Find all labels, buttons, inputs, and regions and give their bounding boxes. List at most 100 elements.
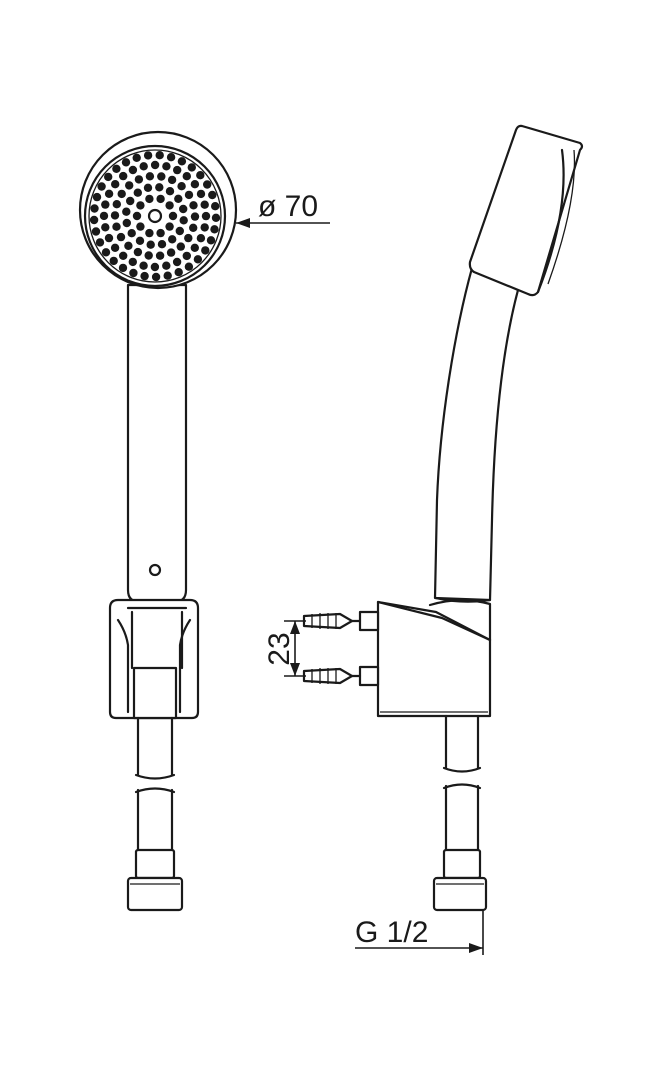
spray-nozzle — [95, 238, 105, 247]
spray-nozzle — [119, 251, 128, 260]
spray-nozzle — [157, 240, 167, 249]
front-hose-break-bottom — [134, 787, 176, 794]
front-hose-nut — [126, 876, 184, 912]
spray-nozzle — [200, 200, 209, 209]
spray-nozzle — [172, 257, 182, 267]
spray-nozzle — [175, 226, 184, 236]
side-hose-upper — [444, 714, 480, 770]
spray-nozzle — [168, 211, 178, 221]
front-hose-lower — [136, 788, 174, 852]
spray-nozzle — [116, 232, 126, 242]
spray-nozzle — [211, 202, 220, 211]
spray-nozzle — [200, 223, 209, 232]
spray-nozzle — [179, 216, 188, 225]
spray-nozzle — [118, 263, 128, 273]
spray-nozzle — [156, 228, 165, 238]
spray-nozzle — [139, 162, 148, 171]
spray-nozzle — [157, 172, 166, 181]
spray-nozzle — [155, 151, 164, 160]
side-head-face — [536, 148, 565, 294]
spray-nozzle — [211, 213, 221, 222]
thread-dimension — [355, 910, 484, 955]
spray-nozzle — [182, 251, 191, 261]
spray-nozzle — [155, 183, 164, 192]
spray-nozzle — [143, 183, 153, 192]
spray-nozzle — [92, 192, 102, 202]
side-hose-break-top — [442, 766, 482, 773]
spray-nozzle — [91, 227, 101, 236]
spray-nozzle — [151, 272, 161, 282]
spray-nozzle — [135, 236, 145, 245]
spray-nozzle — [187, 163, 196, 172]
spray-nozzle — [163, 271, 172, 280]
spray-nozzle — [111, 180, 120, 189]
spray-nozzle — [145, 194, 154, 204]
diameter-label: ø 70 — [258, 190, 318, 223]
spray-nozzle — [117, 189, 126, 199]
spray-nozzle — [210, 225, 219, 234]
spray-nozzle — [110, 211, 120, 220]
spray-nozzle — [189, 201, 198, 210]
spray-nozzle — [104, 233, 114, 243]
spray-nozzle — [110, 243, 120, 252]
spray-nozzle — [155, 251, 165, 260]
wall-plug-lower — [302, 665, 380, 687]
spray-nozzles — [89, 151, 221, 282]
spray-nozzle — [189, 223, 198, 232]
spray-nozzle — [140, 271, 149, 281]
side-handle — [433, 266, 520, 602]
spray-nozzle — [101, 223, 110, 232]
spray-nozzle — [165, 222, 174, 231]
spray-nozzle — [143, 151, 153, 160]
spray-nozzle — [182, 172, 191, 181]
side-holder-top — [376, 600, 492, 642]
front-hose-sleeve — [134, 848, 176, 880]
spray-nozzle — [166, 248, 176, 257]
spray-nozzle — [203, 180, 212, 189]
spray-nozzle — [132, 153, 141, 162]
side-head-face-inner — [547, 149, 576, 285]
spray-nozzle — [101, 248, 111, 257]
spray-nozzle — [109, 256, 118, 266]
spray-nozzle — [112, 200, 122, 209]
spray-nozzle — [174, 268, 183, 277]
side-handle-collar — [434, 596, 492, 603]
spray-nozzle — [201, 246, 210, 255]
spray-nozzle — [145, 228, 154, 238]
spray-nozzle — [177, 157, 187, 166]
spray-nozzle — [190, 212, 200, 221]
spray-nozzle — [104, 189, 114, 198]
spray-nozzle — [162, 162, 171, 171]
side-hose-nut — [432, 876, 488, 912]
spray-nozzle — [162, 261, 171, 270]
thread-label: G 1/2 — [355, 916, 428, 949]
spacing-label: 23 — [263, 632, 296, 665]
front-head-center — [147, 208, 163, 224]
spray-nozzle — [89, 215, 99, 225]
spray-nozzle — [104, 172, 113, 182]
spray-nozzle — [144, 251, 153, 260]
spray-nozzle — [174, 194, 183, 203]
spray-nozzle — [127, 229, 136, 238]
spray-nozzle — [150, 262, 160, 272]
spray-nozzle — [136, 201, 145, 210]
spray-nozzle — [201, 211, 211, 221]
spray-nozzle — [97, 182, 106, 191]
spray-nozzle — [101, 200, 110, 209]
spray-nozzle — [145, 172, 155, 181]
side-hose-break-bottom — [442, 783, 482, 790]
spray-nozzle — [146, 240, 155, 249]
spray-nozzle — [90, 204, 99, 213]
spray-nozzle — [99, 211, 109, 221]
spray-nozzle — [190, 243, 199, 252]
front-holder-collar — [126, 606, 188, 670]
spray-nozzle — [177, 182, 186, 191]
front-head-rim — [83, 144, 227, 288]
spray-nozzle — [206, 236, 216, 245]
front-hose-upper — [136, 716, 174, 777]
front-view — [78, 130, 238, 912]
spray-nozzle — [156, 194, 165, 204]
spray-nozzle — [128, 257, 137, 267]
spray-nozzle — [133, 247, 143, 257]
spray-nozzle — [196, 171, 205, 180]
